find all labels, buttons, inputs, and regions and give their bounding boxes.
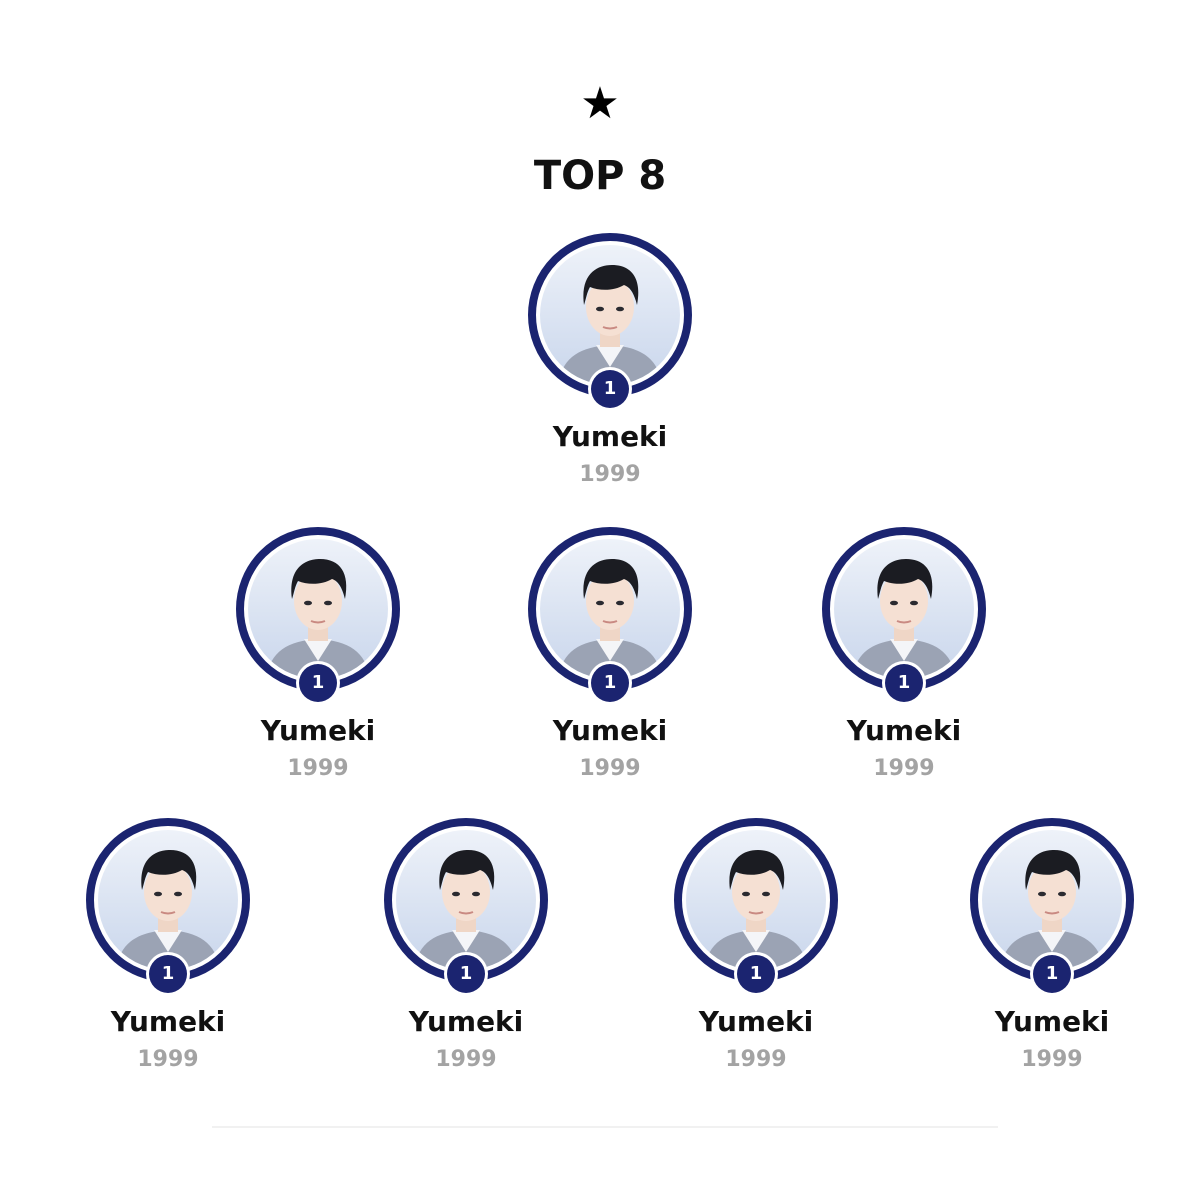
- trainee-year: 1999: [725, 1047, 787, 1072]
- trainee-photo: [686, 830, 826, 970]
- trainee-name: Yumeki: [552, 420, 668, 453]
- trainee-card-1[interactable]: 1 Yumeki 1999: [490, 233, 730, 503]
- divider: [212, 1126, 998, 1128]
- trainee-year: 1999: [579, 756, 641, 781]
- rank-badge: 1: [737, 955, 775, 993]
- page-title: TOP 8: [533, 153, 667, 199]
- avatar[interactable]: [236, 527, 400, 691]
- trainee-name: Yumeki: [698, 1005, 814, 1038]
- trainee-photo: [982, 830, 1122, 970]
- trainee-photo: [396, 830, 536, 970]
- trainee-year: 1999: [873, 756, 935, 781]
- trainee-photo: [540, 539, 680, 679]
- trainee-year: 1999: [1021, 1047, 1083, 1072]
- avatar[interactable]: [970, 818, 1134, 982]
- star-icon: ★: [580, 78, 620, 129]
- avatar[interactable]: [674, 818, 838, 982]
- trainee-name: Yumeki: [110, 1005, 226, 1038]
- rank-badge: 1: [1033, 955, 1071, 993]
- trainee-photo: [98, 830, 238, 970]
- trainee-card-2[interactable]: 1 Yumeki 1999: [198, 527, 438, 797]
- rank-badge: 1: [885, 664, 923, 702]
- trainee-photo: [540, 245, 680, 385]
- trainee-photo: [248, 539, 388, 679]
- trainee-name: Yumeki: [846, 714, 962, 747]
- avatar[interactable]: [822, 527, 986, 691]
- rank-badge: 1: [149, 955, 187, 993]
- trainee-card-7[interactable]: 1 Yumeki 1999: [636, 818, 876, 1088]
- trainee-name: Yumeki: [552, 714, 668, 747]
- trainee-card-3[interactable]: 1 Yumeki 1999: [490, 527, 730, 797]
- trainee-name: Yumeki: [994, 1005, 1110, 1038]
- trainee-card-4[interactable]: 1 Yumeki 1999: [784, 527, 1024, 797]
- trainee-photo: [834, 539, 974, 679]
- trainee-name: Yumeki: [408, 1005, 524, 1038]
- trainee-card-8[interactable]: 1 Yumeki 1999: [932, 818, 1172, 1088]
- trainee-year: 1999: [137, 1047, 199, 1072]
- avatar[interactable]: [384, 818, 548, 982]
- trainee-name: Yumeki: [260, 714, 376, 747]
- rank-badge: 1: [299, 664, 337, 702]
- rank-badge: 1: [591, 664, 629, 702]
- rank-badge: 1: [591, 370, 629, 408]
- trainee-year: 1999: [579, 462, 641, 487]
- trainee-card-5[interactable]: 1 Yumeki 1999: [48, 818, 288, 1088]
- avatar[interactable]: [528, 233, 692, 397]
- rank-badge: 1: [447, 955, 485, 993]
- trainee-year: 1999: [435, 1047, 497, 1072]
- trainee-card-6[interactable]: 1 Yumeki 1999: [346, 818, 586, 1088]
- trainee-year: 1999: [287, 756, 349, 781]
